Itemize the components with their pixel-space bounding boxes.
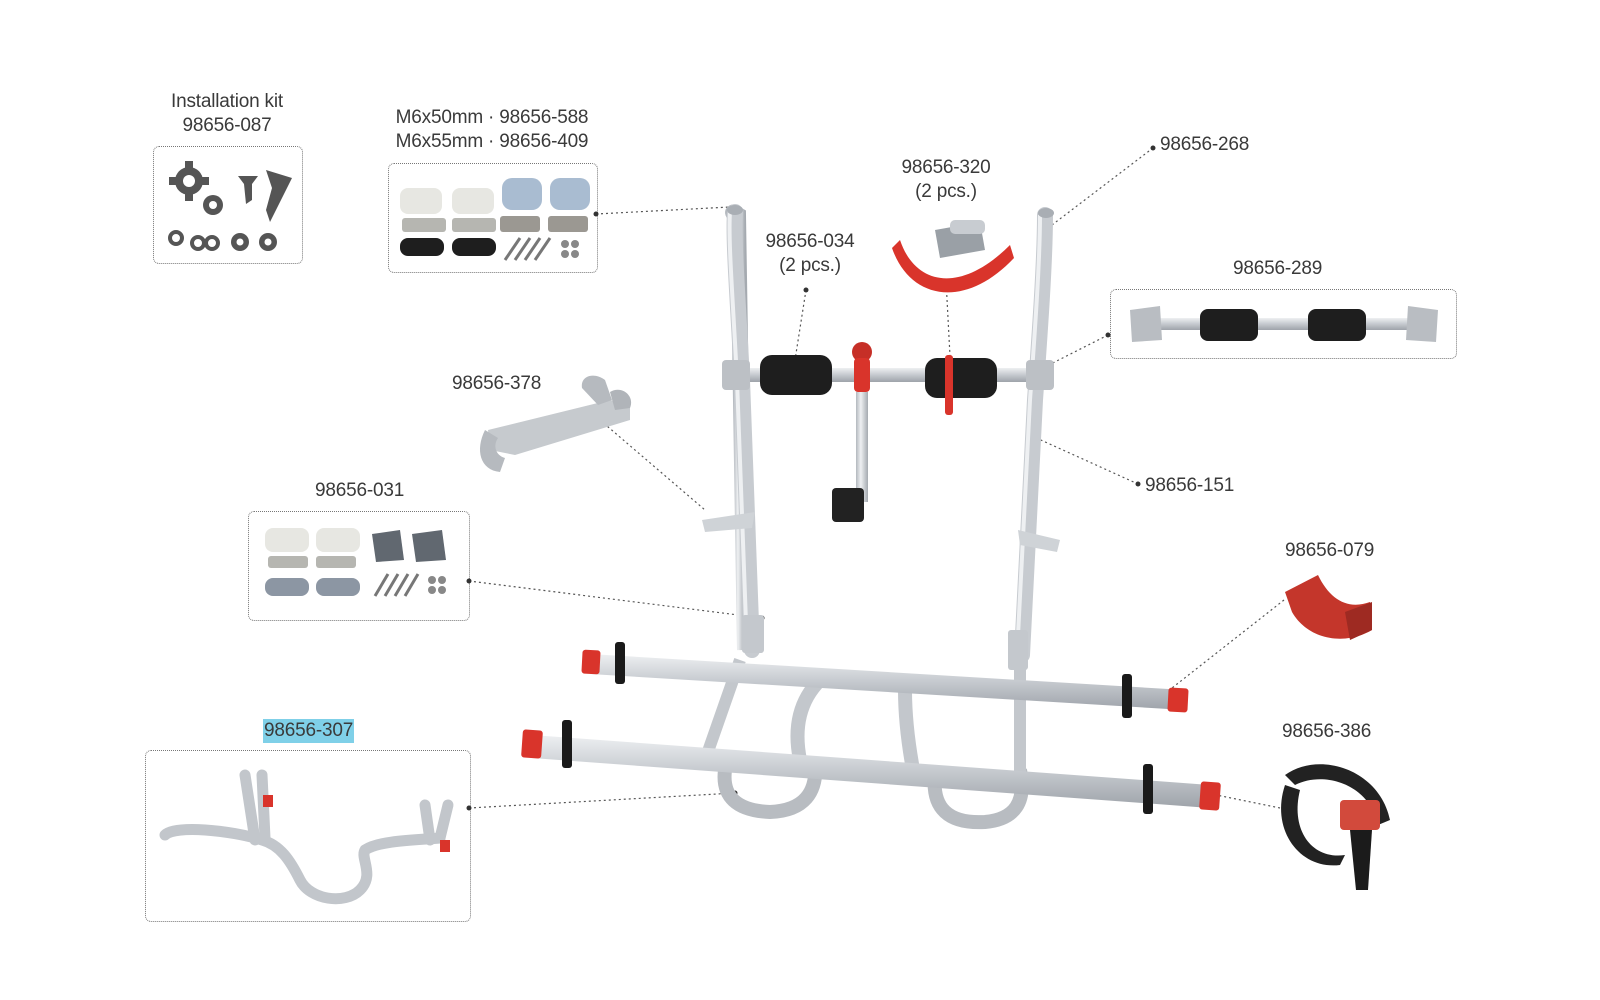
screws-m6x55: M6x55mm · 98656-409 — [395, 131, 589, 152]
part-378-holder — [480, 375, 632, 472]
label-part-034: 98656-034 (2 pcs.) — [760, 230, 860, 278]
gear-icon — [169, 161, 223, 215]
installation-kit-title: Installation kit — [171, 91, 283, 112]
label-part-320: 98656-320 (2 pcs.) — [896, 156, 996, 204]
chain-link-icon — [168, 230, 220, 251]
part-386-strap — [1281, 764, 1390, 890]
label-part-079: 98656-079 — [1285, 540, 1375, 561]
part-034-number: 98656-034 — [765, 231, 855, 252]
part-320-strap — [892, 220, 1014, 293]
label-part-151: 98656-151 — [1145, 475, 1235, 496]
installation-kit-icons — [168, 161, 292, 251]
screws-m6x50: M6x50mm · 98656-588 — [395, 107, 589, 128]
part-320-qty: (2 pcs.) — [915, 181, 977, 202]
part-034-qty: (2 pcs.) — [779, 255, 841, 276]
label-part-386: 98656-386 — [1282, 721, 1372, 742]
installation-kit-number: 98656-087 — [182, 115, 272, 136]
label-part-031: 98656-031 — [315, 480, 405, 501]
label-screws: M6x50mm · 98656-588 M6x55mm · 98656-409 — [392, 106, 592, 154]
part-307-highlighted-number: 98656-307 — [263, 719, 355, 743]
label-part-289: 98656-289 — [1233, 258, 1323, 279]
rack-frame — [521, 204, 1221, 830]
label-part-307: 98656-307 — [263, 719, 355, 743]
label-part-268: 98656-268 — [1160, 134, 1250, 155]
part-307-end-caps — [263, 795, 450, 852]
part-320-number: 98656-320 — [901, 157, 991, 178]
label-installation-kit: Installation kit 98656-087 — [167, 90, 287, 138]
screw-icon — [238, 170, 292, 222]
part-307-frame — [159, 769, 454, 905]
part-031-items — [265, 528, 446, 597]
leader-lines — [468, 147, 1285, 809]
screws-box-items — [400, 178, 590, 261]
part-079-cradle — [1285, 575, 1372, 640]
part-289-crossbar — [1130, 306, 1438, 342]
label-part-378: 98656-378 — [452, 373, 542, 394]
